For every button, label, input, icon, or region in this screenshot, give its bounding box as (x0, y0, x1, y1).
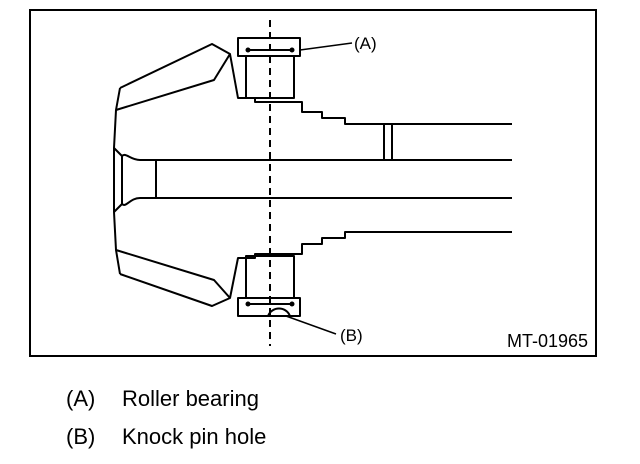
figure-frame (29, 9, 597, 357)
legend-text: Roller bearing (122, 386, 259, 411)
shaft-drawing (113, 37, 512, 317)
callout-b-leader (285, 315, 337, 335)
legend-key: (B) (66, 424, 96, 449)
gear-upper-face (115, 53, 231, 111)
knock-pin-hole (267, 307, 291, 317)
bore-lower (121, 197, 512, 206)
legend-item-b: (B) Knock pin hole (66, 424, 266, 450)
figure-id: MT-01965 (507, 331, 588, 351)
callout-a-leader (299, 42, 353, 51)
gear-lower-face (115, 249, 231, 299)
callout-a-label: (A) (354, 34, 377, 53)
bore-upper (121, 153, 512, 161)
bearing-dots (245, 47, 295, 307)
callout-b-label: (B) (340, 326, 363, 345)
gear-upper-bevel (113, 109, 123, 157)
gear-upper-outline (119, 43, 512, 125)
legend-text: Knock pin hole (122, 424, 267, 449)
gear-lower-bevel (113, 203, 123, 251)
legend-item-a: (A) Roller bearing (66, 386, 259, 412)
legend-key: (A) (66, 386, 96, 411)
